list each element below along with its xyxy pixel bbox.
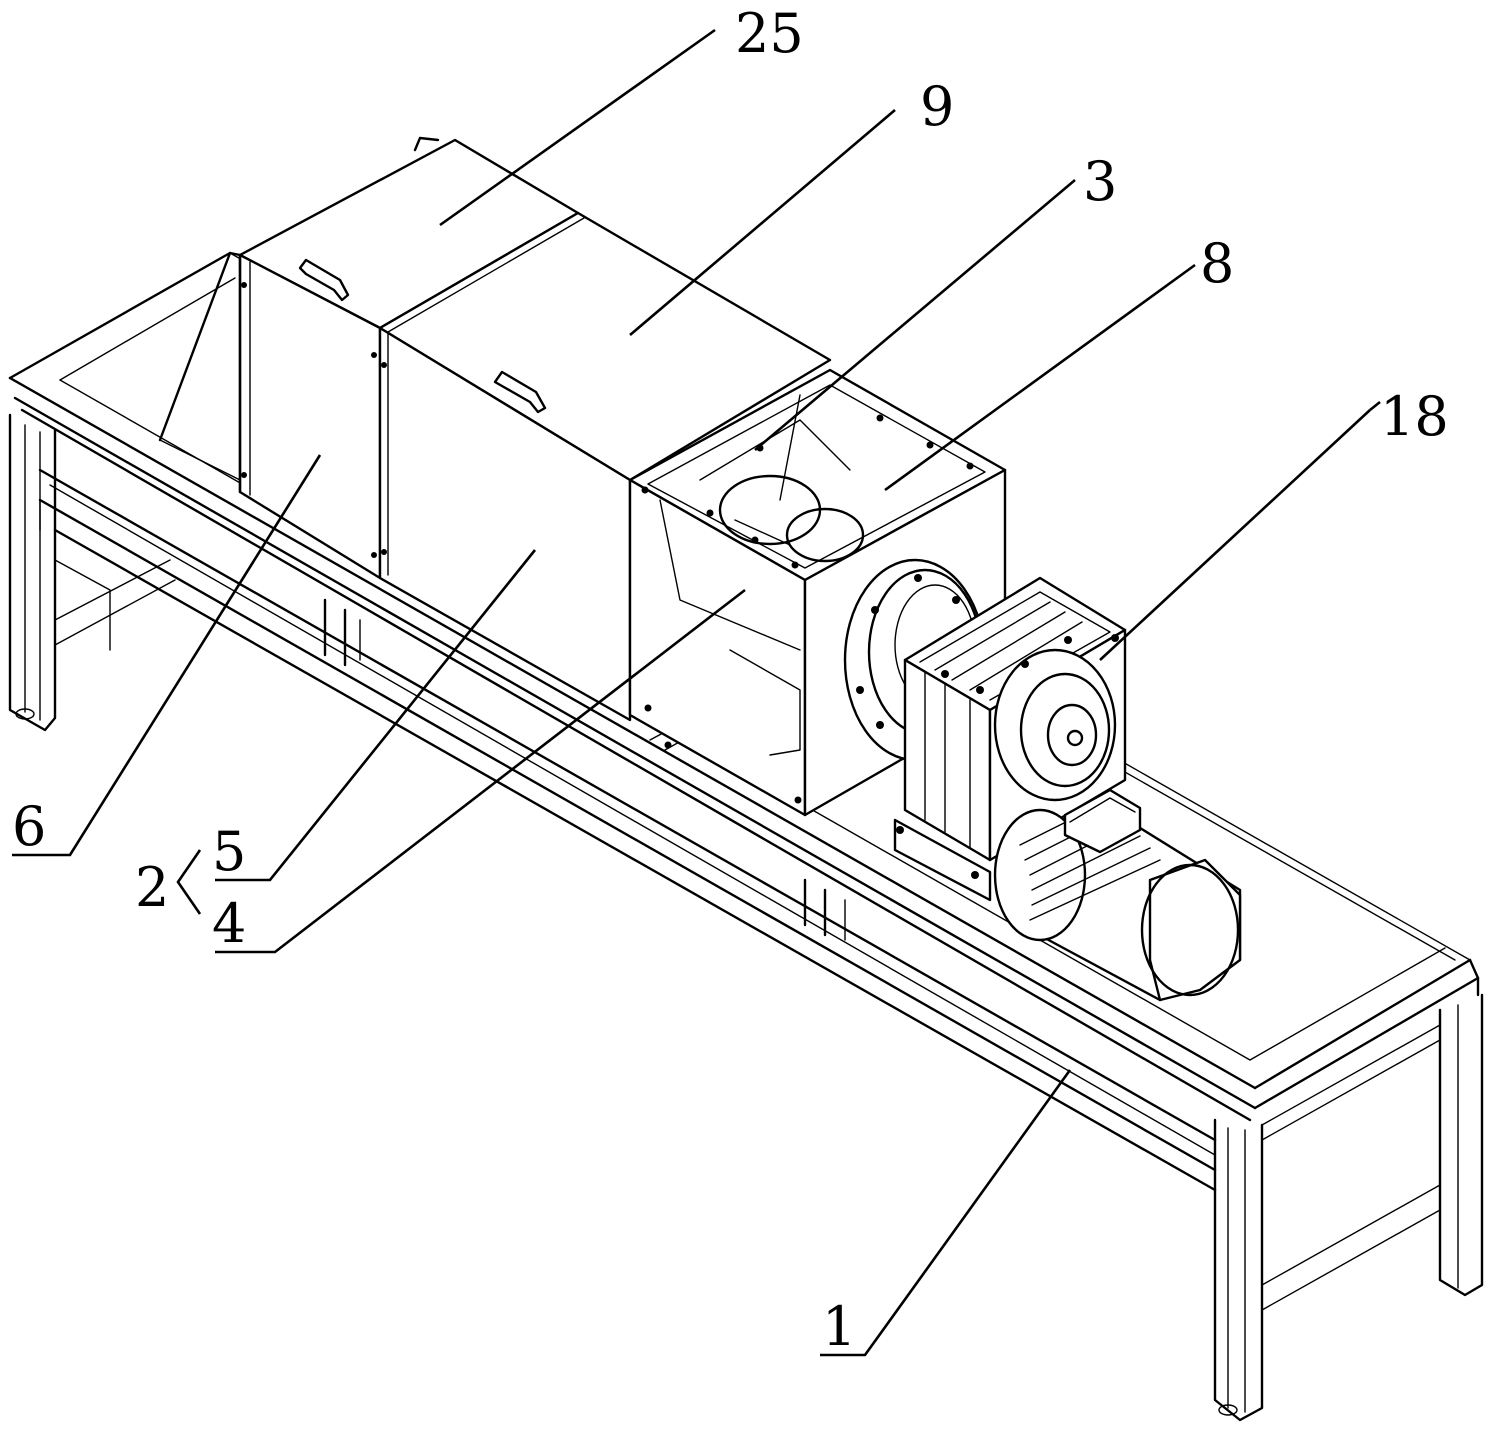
- label-1: 1: [822, 1295, 856, 1358]
- gearbox-18: [893, 576, 1127, 902]
- label-3: 3: [1083, 150, 1117, 213]
- label-6: 6: [12, 795, 46, 858]
- label-18: 18: [1380, 385, 1449, 448]
- box-6: [158, 251, 382, 580]
- label-25: 25: [735, 2, 804, 65]
- label-4: 4: [212, 892, 246, 955]
- leader-lines: [12, 28, 1381, 1357]
- label-2: 2: [135, 856, 169, 919]
- box-5: [378, 326, 632, 722]
- label-8: 8: [1200, 232, 1234, 295]
- label-5: 5: [212, 820, 246, 883]
- motor: [993, 788, 1242, 1002]
- label-9: 9: [920, 75, 954, 138]
